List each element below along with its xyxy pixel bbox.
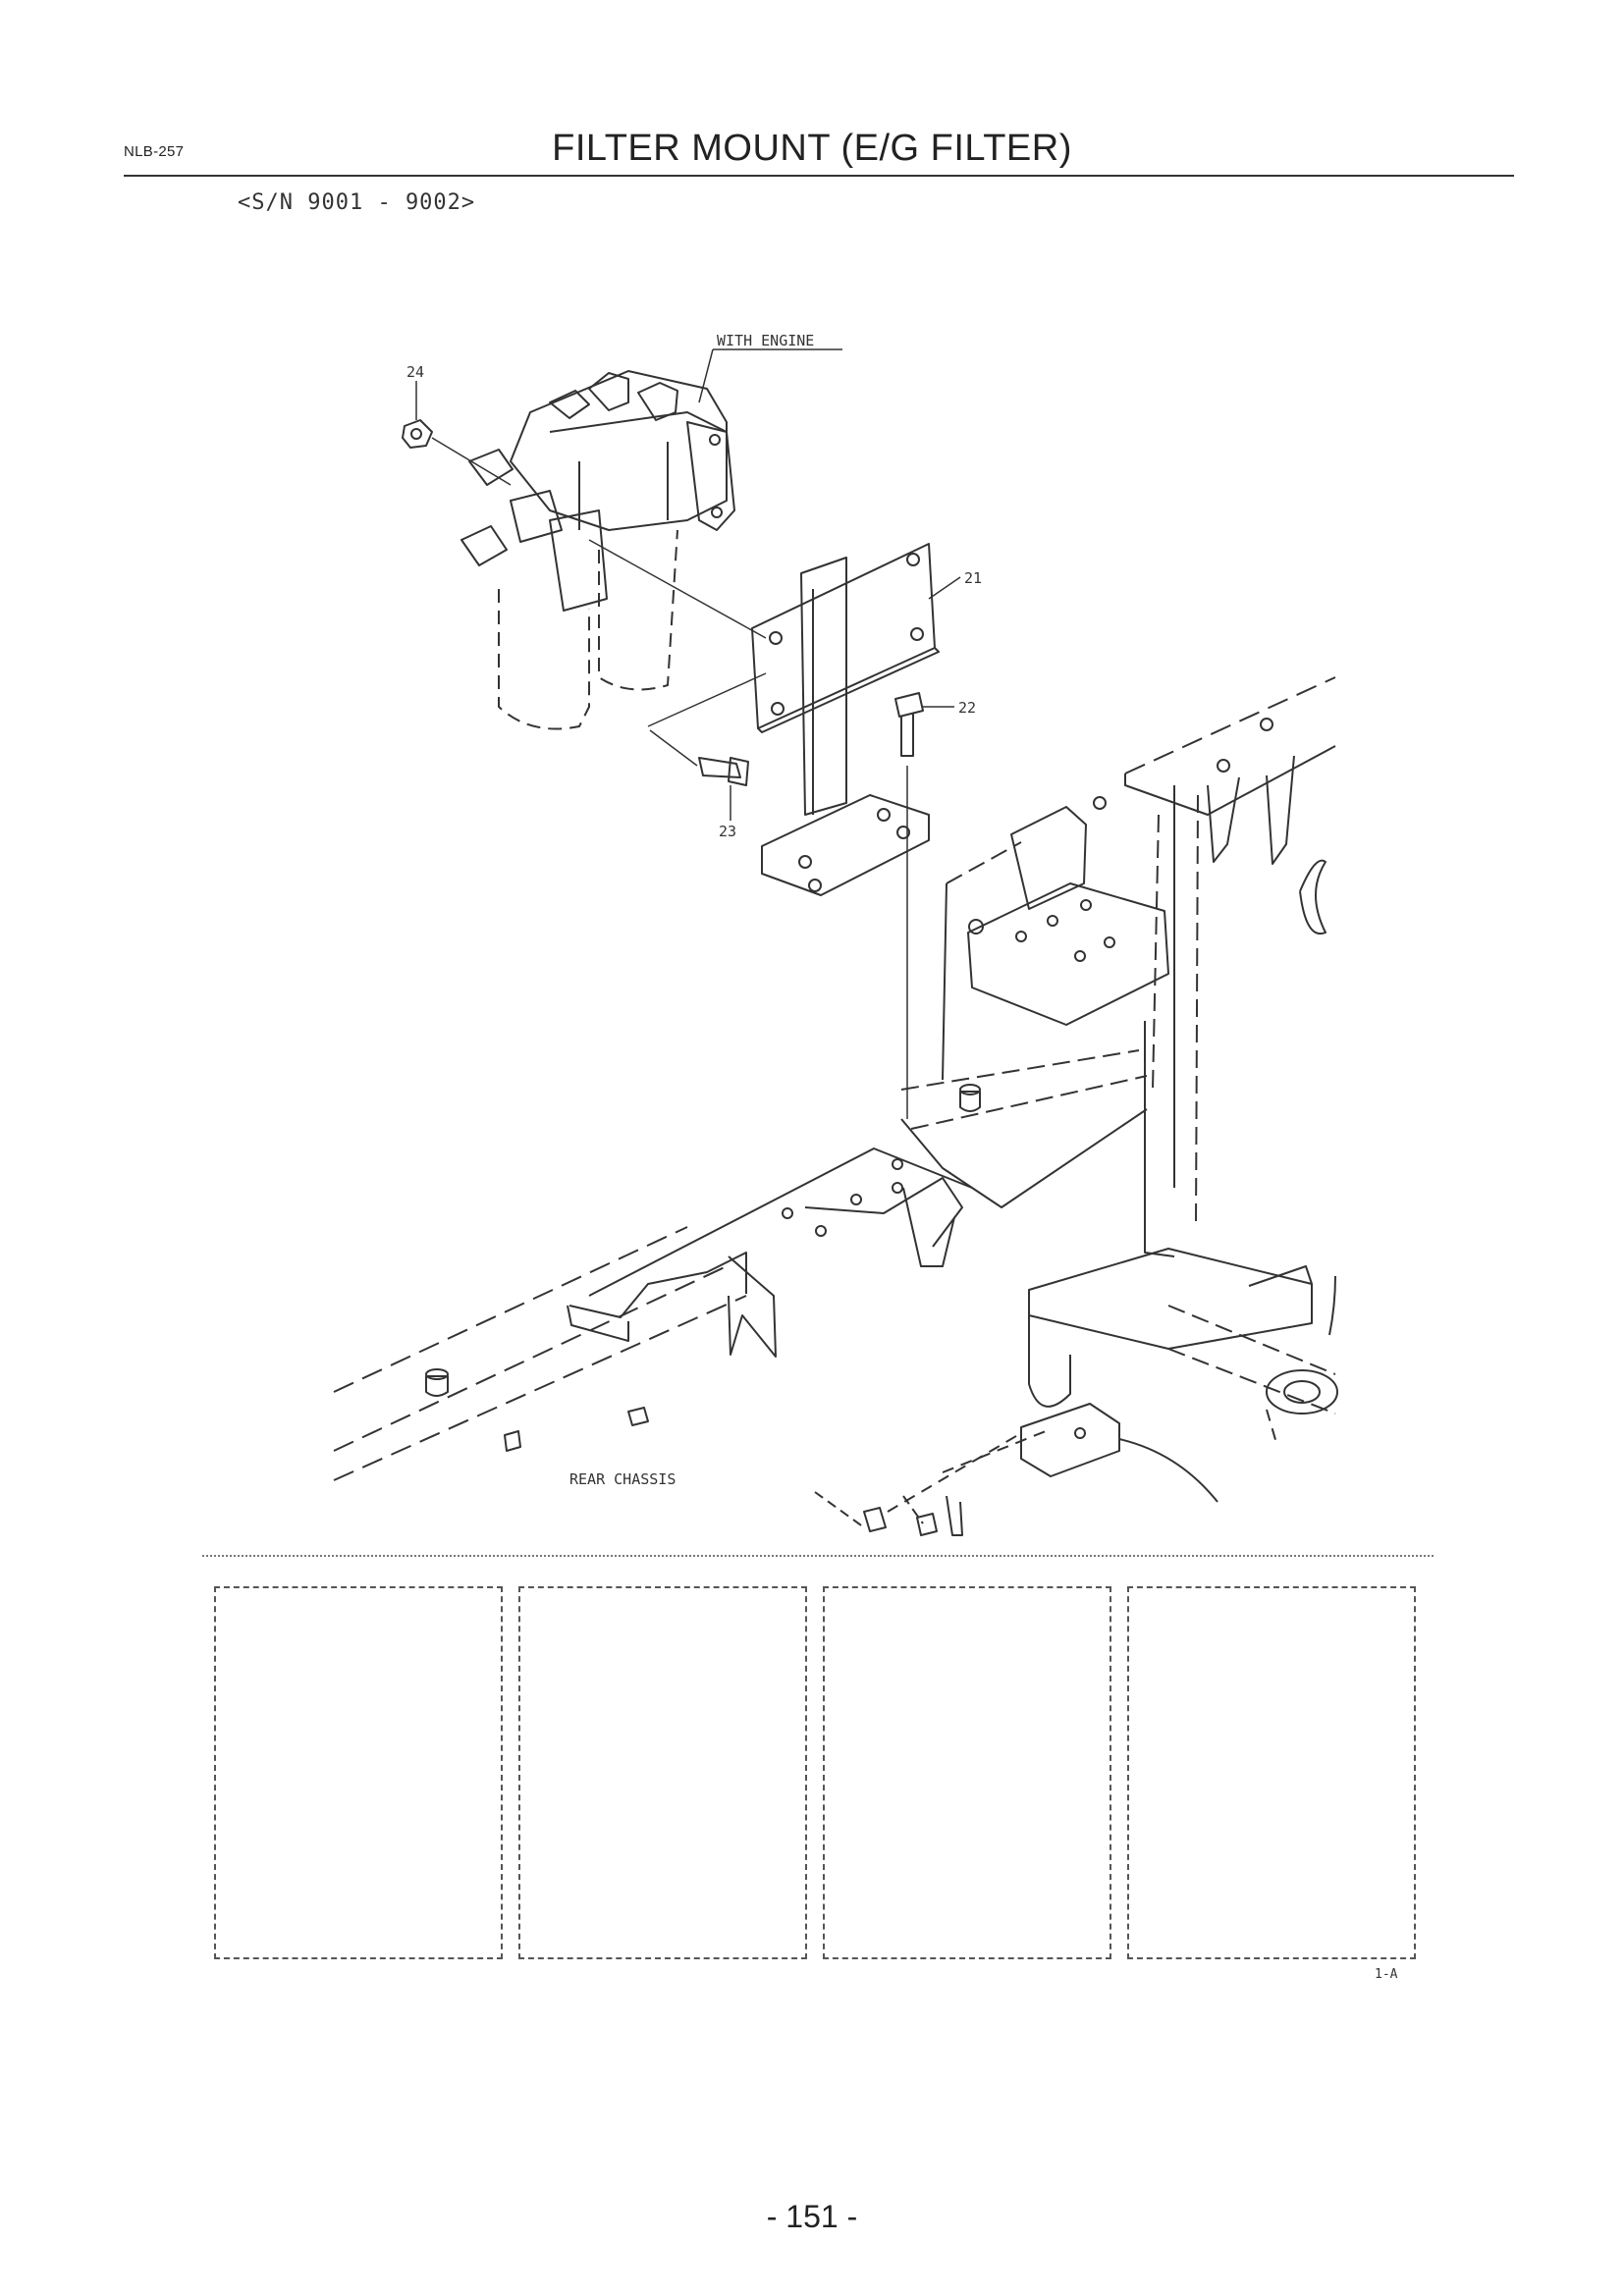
parts-panel-1 [214,1586,503,1959]
label-part-22: 22 [958,699,976,717]
document-code: NLB-257 [124,143,185,160]
nut-24 [402,419,433,449]
filter-head [510,370,728,531]
page-title: FILTER MOUNT (E/G FILTER) [552,128,1072,169]
label-part-24: 24 [406,363,424,381]
serial-range: <S/N 9001 - 9002> [238,190,476,215]
mount-plate-21 [751,543,936,729]
panel-code: 1-A [1375,1967,1398,1982]
section-separator [202,1555,1434,1557]
rear-chassis [1124,676,1336,774]
bolt-22 [894,692,924,718]
bolt-23 [698,757,741,778]
label-part-21: 21 [964,569,982,587]
parts-panel-4 [1127,1586,1416,1959]
parts-panel-3 [823,1586,1111,1959]
header-rule [124,175,1514,177]
parts-panel-2 [518,1586,807,1959]
label-rear-chassis: REAR CHASSIS [569,1470,676,1488]
label-with-engine: WITH ENGINE [717,332,814,349]
page-number: - 151 - [766,2199,858,2234]
label-part-23: 23 [719,823,736,840]
exploded-parts-diagram: WITH ENGINE REAR CHASSIS 21 22 23 24 [333,332,1338,1536]
